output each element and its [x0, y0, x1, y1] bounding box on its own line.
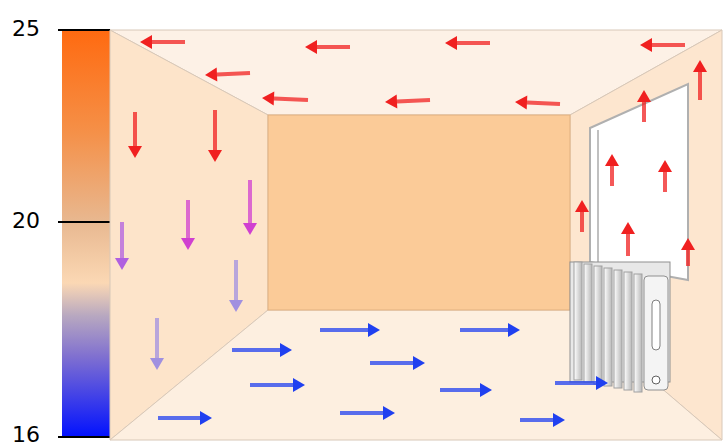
- arrow-head: [140, 35, 152, 49]
- air-flow-arrow: [397, 100, 430, 101]
- arrow-head: [385, 94, 397, 108]
- air-flow-arrow: [527, 103, 560, 104]
- air-flow-arrow: [248, 180, 252, 223]
- window-frame: [597, 130, 599, 262]
- arrow-head: [605, 154, 619, 166]
- arrow-head: [640, 38, 652, 52]
- air-flow-arrow: [274, 99, 308, 100]
- air-flow-arrow: [460, 328, 508, 332]
- arrow-head: [205, 67, 217, 81]
- air-flow-arrow: [520, 418, 553, 422]
- arrow-head: [280, 343, 292, 357]
- arrow-head: [445, 36, 457, 50]
- air-flow-arrow: [652, 43, 685, 47]
- arrow-head: [243, 223, 257, 235]
- air-flow-arrow: [250, 383, 293, 387]
- air-flow-arrow: [686, 250, 690, 266]
- air-flow-arrow: [158, 416, 200, 420]
- scale-label: 20: [12, 210, 40, 232]
- arrow-head: [208, 150, 222, 162]
- arrow-head: [515, 96, 527, 110]
- air-flow-arrow: [213, 110, 217, 150]
- air-flow-arrow: [698, 72, 702, 100]
- scale-label: 25: [12, 18, 40, 40]
- window: [590, 84, 688, 280]
- arrow-head: [200, 411, 212, 425]
- arrow-head: [229, 300, 243, 312]
- arrow-head: [128, 146, 142, 158]
- air-flow-arrow: [234, 260, 238, 300]
- air-flow-arrow: [217, 73, 250, 74]
- arrow-head: [575, 200, 589, 212]
- air-flow-arrow: [555, 381, 596, 385]
- air-flow-arrow: [663, 172, 667, 192]
- air-flow-arrow: [232, 348, 280, 352]
- air-flow-arrow: [626, 234, 630, 256]
- air-flow-arrow: [186, 200, 190, 238]
- temperature-scale: [62, 30, 110, 438]
- air-flow-arrow: [340, 411, 383, 415]
- air-flow-arrow: [120, 222, 124, 258]
- radiator: [570, 262, 670, 392]
- air-flow-arrow: [152, 40, 185, 44]
- scale-label: 16: [12, 424, 40, 446]
- arrow-head: [293, 378, 305, 392]
- arrow-head: [413, 356, 425, 370]
- arrow-head: [553, 413, 565, 427]
- right-wall: [570, 30, 722, 440]
- arrow-head: [383, 406, 395, 420]
- arrow-head: [480, 383, 492, 397]
- arrow-head: [508, 323, 520, 337]
- tick: [58, 221, 110, 223]
- air-flow-arrow: [642, 102, 646, 122]
- air-flow-arrow: [440, 388, 480, 392]
- arrow-head: [596, 376, 608, 390]
- tick: [58, 29, 110, 31]
- arrow-head: [368, 323, 380, 337]
- arrow-head: [115, 258, 129, 270]
- air-flow-arrow: [370, 361, 413, 365]
- air-flow-arrow: [580, 212, 584, 232]
- arrow-head: [637, 90, 651, 102]
- back-wall: [268, 115, 570, 310]
- air-flow-arrow: [610, 166, 614, 186]
- arrow-head: [262, 92, 274, 106]
- arrow-head: [181, 238, 195, 250]
- arrow-head: [621, 222, 635, 234]
- arrow-head: [681, 238, 695, 250]
- air-flow-arrow: [155, 318, 159, 358]
- arrow-head: [658, 160, 672, 172]
- air-flow-arrow: [320, 328, 368, 332]
- tick: [58, 436, 110, 438]
- air-flow-arrow: [133, 112, 137, 146]
- arrow-head: [305, 40, 317, 54]
- arrow-head: [150, 358, 164, 370]
- arrow-head: [693, 60, 707, 72]
- air-flow-arrow: [317, 45, 350, 49]
- air-flow-arrow: [457, 41, 490, 45]
